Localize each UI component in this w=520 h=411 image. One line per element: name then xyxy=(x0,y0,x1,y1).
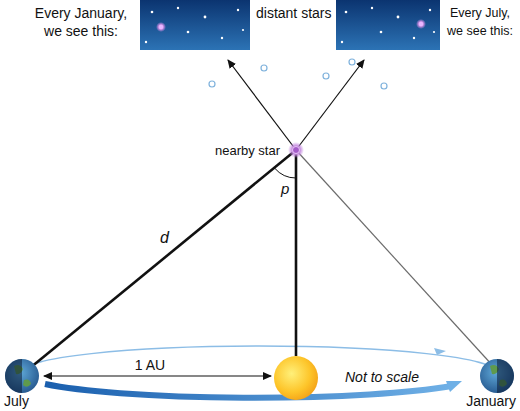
earth-july xyxy=(5,359,39,393)
sun xyxy=(274,356,318,400)
illustration-part xyxy=(140,0,250,50)
illustration-part xyxy=(413,37,415,39)
illustration-part xyxy=(204,16,207,19)
illustration-part xyxy=(5,359,39,393)
baseline-vertical xyxy=(295,150,298,356)
illustration-part xyxy=(293,147,300,154)
distant-stars xyxy=(209,59,387,89)
nearby-star-label: nearby star xyxy=(196,142,280,160)
illustration-part xyxy=(151,11,154,14)
illustration-part xyxy=(187,31,190,34)
illustration-part xyxy=(159,25,163,29)
sight-lines xyxy=(30,60,493,368)
month-label: January xyxy=(436,392,516,410)
illustration-part xyxy=(429,9,431,11)
sky-panel-july xyxy=(336,0,440,50)
illustration-part xyxy=(345,11,348,14)
illustration-part xyxy=(156,22,166,32)
angle-label: p xyxy=(281,180,289,198)
illustration-part xyxy=(22,346,496,372)
orbit-arrowhead xyxy=(434,348,446,355)
sky-panel-january xyxy=(140,0,250,50)
distant-stars-label: distant stars xyxy=(256,4,331,22)
parallax-angle-arc xyxy=(275,168,296,178)
illustration-part xyxy=(288,142,304,158)
illustration-part xyxy=(416,19,426,29)
illustration-part xyxy=(349,59,355,65)
illustration-part xyxy=(419,22,423,26)
illustration-part xyxy=(371,7,373,9)
illustration-part xyxy=(5,359,22,393)
illustration-part xyxy=(145,41,147,43)
illustration-part xyxy=(446,381,462,392)
view-caption: Every January, we see this: xyxy=(28,4,134,40)
illustration-part xyxy=(397,16,400,19)
illustration-part xyxy=(336,0,440,50)
illustration-part xyxy=(497,359,514,393)
illustration-part xyxy=(296,150,493,366)
distance-line xyxy=(30,150,296,368)
illustration-part xyxy=(237,9,239,11)
month-label: July xyxy=(4,392,29,410)
illustration-part xyxy=(261,65,267,71)
illustration-part xyxy=(177,7,179,9)
illustration-part xyxy=(296,60,364,150)
earth-orbit xyxy=(22,346,496,398)
illustration-part xyxy=(209,81,215,87)
illustration-part xyxy=(380,31,383,34)
au-dimension xyxy=(44,375,271,376)
illustration-part xyxy=(242,29,244,31)
illustration-part xyxy=(341,41,343,43)
illustration-part xyxy=(228,60,296,150)
illustration-part xyxy=(381,83,387,89)
illustration-part xyxy=(433,31,435,33)
view-caption: Every July, we see this: xyxy=(442,4,518,40)
nearby-star xyxy=(288,142,304,158)
illustration-part xyxy=(221,37,223,39)
illustration-part xyxy=(480,359,514,393)
earth-january xyxy=(480,359,514,393)
orbit-direction-arrow xyxy=(45,384,452,398)
illustration-part xyxy=(323,73,329,79)
scale-note: Not to scale xyxy=(345,368,419,386)
dimension-label: 1 AU xyxy=(125,356,175,374)
distance-label: d xyxy=(160,229,169,247)
